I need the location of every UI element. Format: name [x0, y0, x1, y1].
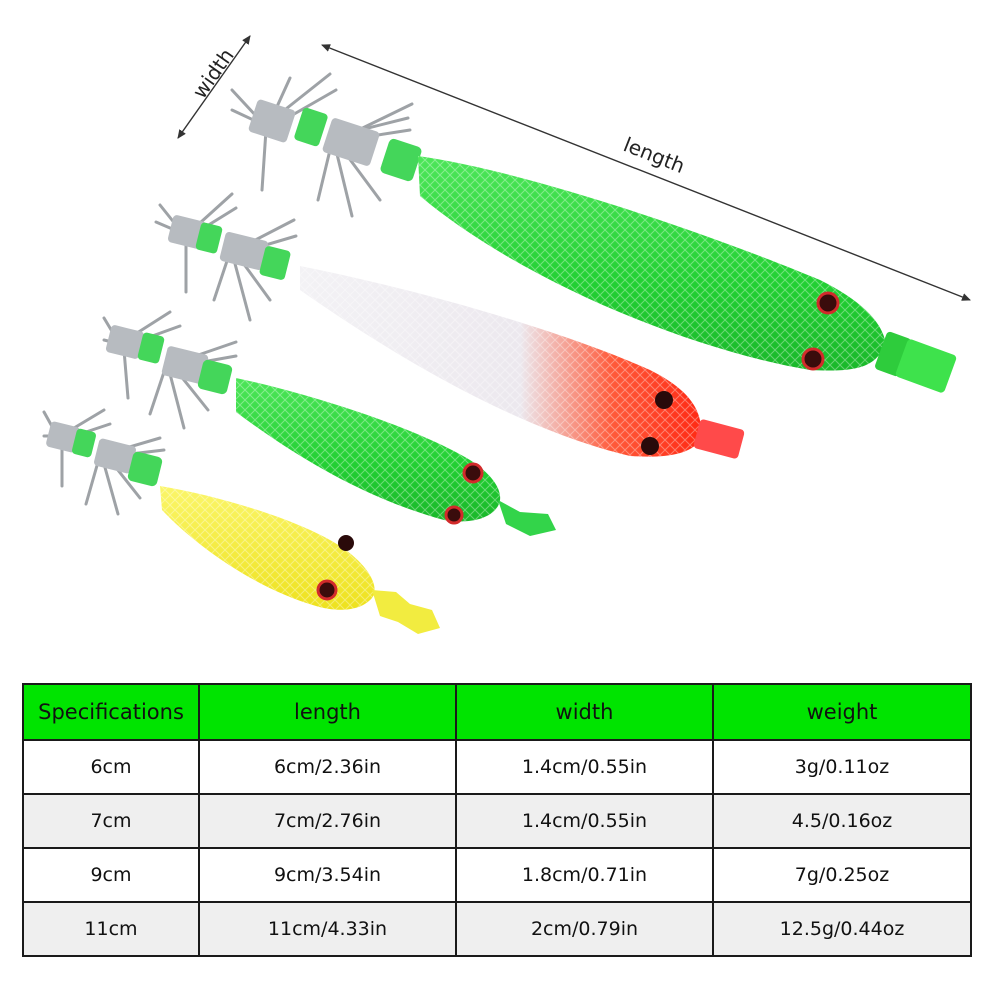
cell-length: 7cm/2.76in [198, 793, 457, 849]
eye-icon [655, 391, 673, 409]
table-row: 6cm 6cm/2.36in 1.4cm/0.55in 3g/0.11oz [22, 739, 972, 795]
cell-width: 1.4cm/0.55in [455, 793, 714, 849]
table-row: 9cm 9cm/3.54in 1.8cm/0.71in 7g/0.25oz [22, 847, 972, 903]
length-label: length [620, 132, 688, 178]
cell-spec: 7cm [22, 793, 200, 849]
table-row: 7cm 7cm/2.76in 1.4cm/0.55in 4.5/0.16oz [22, 793, 972, 849]
header-weight: weight [712, 683, 972, 741]
width-label: width [187, 44, 238, 103]
cell-spec: 6cm [22, 739, 200, 795]
eye-icon [801, 347, 825, 371]
eye-icon [316, 579, 338, 601]
cell-weight: 4.5/0.16oz [712, 793, 972, 849]
specifications-table: Specifications length width weight 6cm 6… [22, 683, 972, 957]
cell-spec: 11cm [22, 901, 200, 957]
cell-weight: 12.5g/0.44oz [712, 901, 972, 957]
eye-icon [338, 535, 354, 551]
cell-width: 1.4cm/0.55in [455, 739, 714, 795]
length-arrow [321, 44, 971, 301]
lure-11cm-green [230, 72, 957, 393]
cell-weight: 3g/0.11oz [712, 739, 972, 795]
header-width: width [455, 683, 714, 741]
cell-weight: 7g/0.25oz [712, 847, 972, 903]
header-length: length [198, 683, 457, 741]
cell-length: 9cm/3.54in [198, 847, 457, 903]
product-illustration: width length [42, 35, 971, 634]
table-header-row: Specifications length width weight [22, 683, 972, 741]
eye-icon [816, 291, 840, 315]
cell-spec: 9cm [22, 847, 200, 903]
cell-length: 6cm/2.36in [198, 739, 457, 795]
header-specifications: Specifications [22, 683, 200, 741]
eye-icon [462, 462, 484, 484]
cell-length: 11cm/4.33in [198, 901, 457, 957]
cell-width: 2cm/0.79in [455, 901, 714, 957]
hook-icon [230, 72, 414, 218]
lure-9cm-white-red [154, 192, 745, 459]
width-arrow [177, 35, 251, 139]
lure-7cm-green [102, 310, 556, 536]
cell-width: 1.8cm/0.71in [455, 847, 714, 903]
eye-icon [444, 505, 464, 525]
table-row: 11cm 11cm/4.33in 2cm/0.79in 12.5g/0.44oz [22, 901, 972, 957]
eye-icon [641, 437, 659, 455]
lure-6cm-yellow [42, 408, 440, 634]
